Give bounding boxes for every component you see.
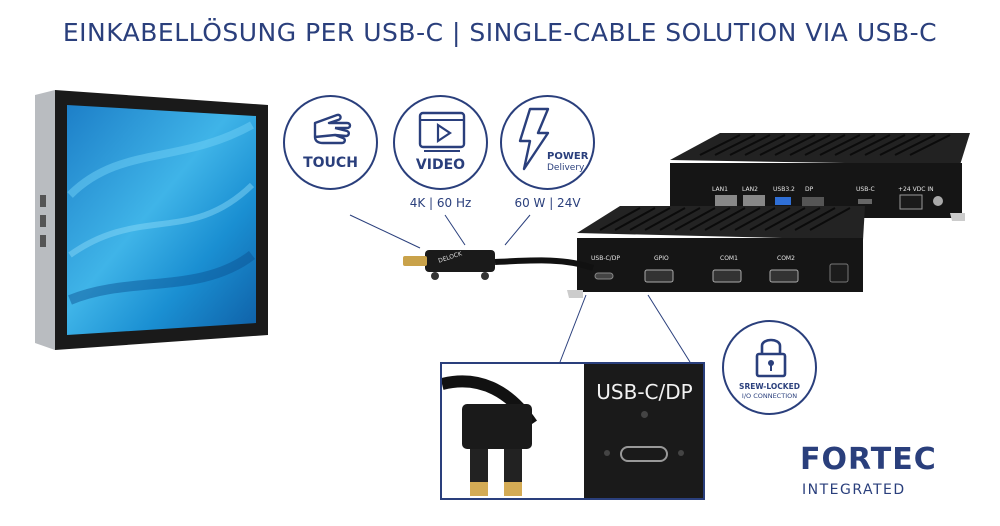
lock-label-bottom: I/O CONNECTION [741,392,798,400]
zoom-label: USB-C/DP [596,380,693,404]
zoom-inset: USB-C/DP [440,362,705,500]
video-feature: VIDEO [393,95,488,190]
usbc-cable [403,250,595,280]
brand-name: FORTEC [800,442,937,477]
touch-feature: TOUCH [283,95,378,190]
port-label-lan2: LAN2 [742,186,758,193]
port-label-lan1: LAN1 [712,186,728,193]
power-label-bottom: Delivery [547,163,585,173]
usbc-port [620,446,668,462]
touch-hand-icon [313,113,352,145]
page-title: EINKABELLÖSUNG PER USB-C | SINGLE-CABLE … [62,18,938,47]
port-label-com2: COM2 [777,255,795,262]
brand-sub: INTEGRATED [802,482,906,498]
port-label-com1: COM1 [720,255,738,262]
zoom-cable-connector [442,375,537,496]
padlock-icon [755,338,787,378]
port-label-dp: DP [805,186,814,193]
port-label-usb32: USB3.2 [773,186,795,193]
video-play-icon [418,111,466,152]
front-box-pc [567,206,865,298]
lightning-bolt-icon [518,107,550,171]
zoom-port-panel: USB-C/DP [584,364,703,498]
power-spec: 60 W | 24V [514,196,581,210]
screw-hole-left [604,450,610,456]
video-spec: 4K | 60 Hz [409,196,472,210]
video-label: VIDEO [415,157,466,173]
touch-label: TOUCH [303,155,358,171]
port-label-usbc: USB-C [856,186,875,193]
port-label-power-in: +24 VDC IN [898,186,934,193]
screw-hole-right [678,450,684,456]
power-feature: POWER Delivery [500,95,595,190]
screw-hole-top [641,411,648,418]
port-label-usbc-dp: USB-C/DP [591,255,620,262]
touch-monitor [35,90,268,350]
port-label-gpio: GPIO [654,255,669,262]
power-label-top: POWER [547,151,589,162]
lock-feature: SREW-LOCKED I/O CONNECTION [722,320,817,415]
lock-label-top: SREW-LOCKED [739,382,800,391]
